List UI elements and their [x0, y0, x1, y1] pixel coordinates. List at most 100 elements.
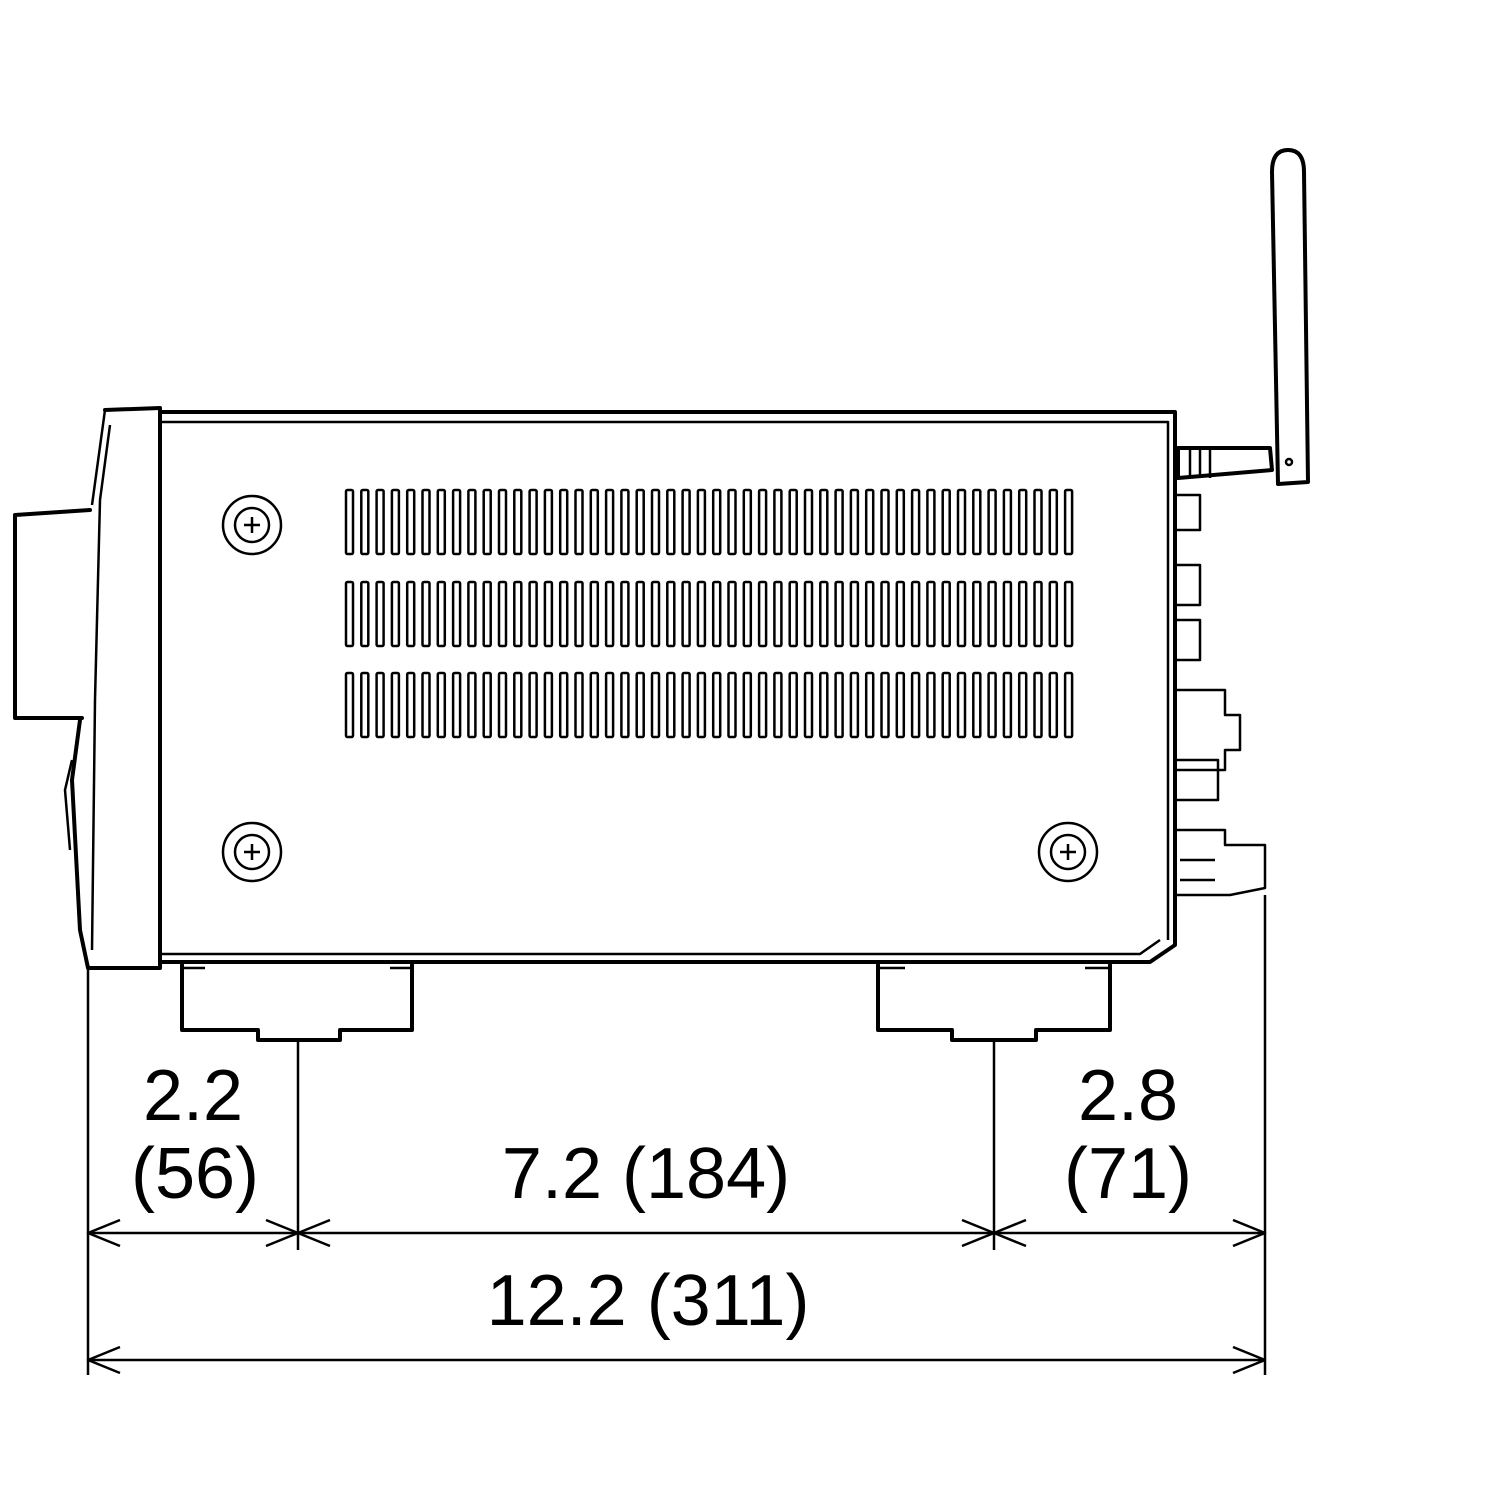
front-foot	[180, 963, 414, 1042]
vent-slot	[819, 580, 829, 648]
vent-slot	[864, 580, 875, 648]
vent-slot	[467, 671, 477, 739]
vent-slot	[941, 580, 951, 648]
vent-slot	[497, 488, 508, 556]
vent-slot	[497, 671, 508, 739]
vent-slot	[849, 488, 860, 556]
vent-slot	[604, 580, 615, 648]
vent-slot	[834, 488, 844, 556]
vent-slot	[895, 671, 906, 739]
dimension-front-to-foot-mm: (56)	[131, 1134, 259, 1214]
vent-slot	[360, 580, 370, 648]
vent-slot	[1048, 488, 1059, 556]
vent-slot	[803, 671, 814, 739]
vent-slot	[482, 580, 492, 648]
vent-slot	[910, 580, 921, 648]
screw-icon-bottom-left	[221, 821, 283, 883]
vent-slot	[513, 580, 523, 648]
vent-slot	[1063, 580, 1074, 648]
vent-slot	[681, 580, 691, 648]
vent-slot	[849, 671, 860, 739]
vent-slot	[956, 488, 967, 556]
vent-slot	[819, 488, 829, 556]
vent-slot	[467, 488, 477, 556]
vent-slot	[543, 671, 554, 739]
vent-slot	[497, 580, 508, 648]
vent-slot	[696, 488, 707, 556]
vent-slot	[941, 488, 951, 556]
vent-slot	[390, 488, 401, 556]
vent-slot	[757, 580, 768, 648]
vent-slot	[727, 488, 737, 556]
vent-slot	[696, 580, 707, 648]
vent-slot	[344, 580, 355, 648]
vent-slot	[849, 580, 860, 648]
vent-slot	[895, 488, 906, 556]
chassis	[158, 410, 1177, 964]
vent-slot	[742, 580, 753, 648]
vent-slot	[1017, 488, 1028, 556]
rear-connectors	[1175, 493, 1267, 897]
vent-slot	[436, 580, 447, 648]
vent-slot	[895, 580, 906, 648]
vent-slot	[711, 671, 722, 739]
vent-slot	[819, 671, 829, 739]
vent-slot	[604, 488, 615, 556]
vent-slot	[1033, 671, 1043, 739]
vent-slot	[421, 580, 431, 648]
vent-slot	[528, 488, 538, 556]
vent-slot	[1063, 671, 1074, 739]
front-panel	[13, 406, 162, 970]
vent-slot	[574, 580, 584, 648]
vent-slot	[375, 580, 385, 648]
vent-slot	[956, 580, 967, 648]
vent-slot	[635, 671, 645, 739]
vent-slot	[482, 488, 492, 556]
vent-slot	[666, 671, 676, 739]
vent-slot	[803, 488, 814, 556]
vent-slot	[451, 580, 462, 648]
vent-slot	[742, 488, 753, 556]
vent-slot	[650, 671, 661, 739]
vent-slot	[711, 488, 722, 556]
vent-slot	[620, 488, 630, 556]
vent-slot	[880, 580, 890, 648]
vent-slot	[604, 671, 615, 739]
vent-slot	[1017, 580, 1028, 648]
vent-slot	[558, 671, 569, 739]
vent-slot	[650, 488, 661, 556]
vent-slot	[1033, 488, 1043, 556]
vent-slot	[1002, 488, 1013, 556]
vent-slot	[864, 488, 875, 556]
vent-slot	[666, 488, 676, 556]
screw-icon-bottom-right	[1037, 821, 1099, 883]
vent-slot	[987, 488, 997, 556]
vent-slot	[834, 580, 844, 648]
dimension-front-to-foot-value: 2.2	[143, 1056, 243, 1136]
vent-slot	[1002, 580, 1013, 648]
vent-slot	[1048, 671, 1059, 739]
vent-slot	[1002, 671, 1013, 739]
vent-slot	[773, 580, 783, 648]
vent-slot	[451, 671, 462, 739]
vent-slot	[405, 671, 416, 739]
vent-slot	[1033, 580, 1043, 648]
dimension-foot-to-foot-label: 7.2 (184)	[502, 1134, 790, 1214]
vent-slot	[773, 671, 783, 739]
vent-slot	[926, 488, 936, 556]
vent-slot	[1063, 488, 1074, 556]
vent-slot	[574, 671, 584, 739]
vent-slot	[589, 580, 600, 648]
dimension-line-foot-to-foot	[296, 1218, 996, 1248]
vent-slot	[528, 671, 538, 739]
vent-slot	[987, 580, 997, 648]
vent-slot	[757, 488, 768, 556]
ventilation-slots	[344, 488, 1074, 739]
vent-slot	[390, 580, 401, 648]
vent-slot	[926, 580, 936, 648]
vent-slot	[864, 671, 875, 739]
extension-lines	[86, 895, 1267, 1375]
vent-slot	[972, 580, 982, 648]
vent-slot	[620, 671, 630, 739]
